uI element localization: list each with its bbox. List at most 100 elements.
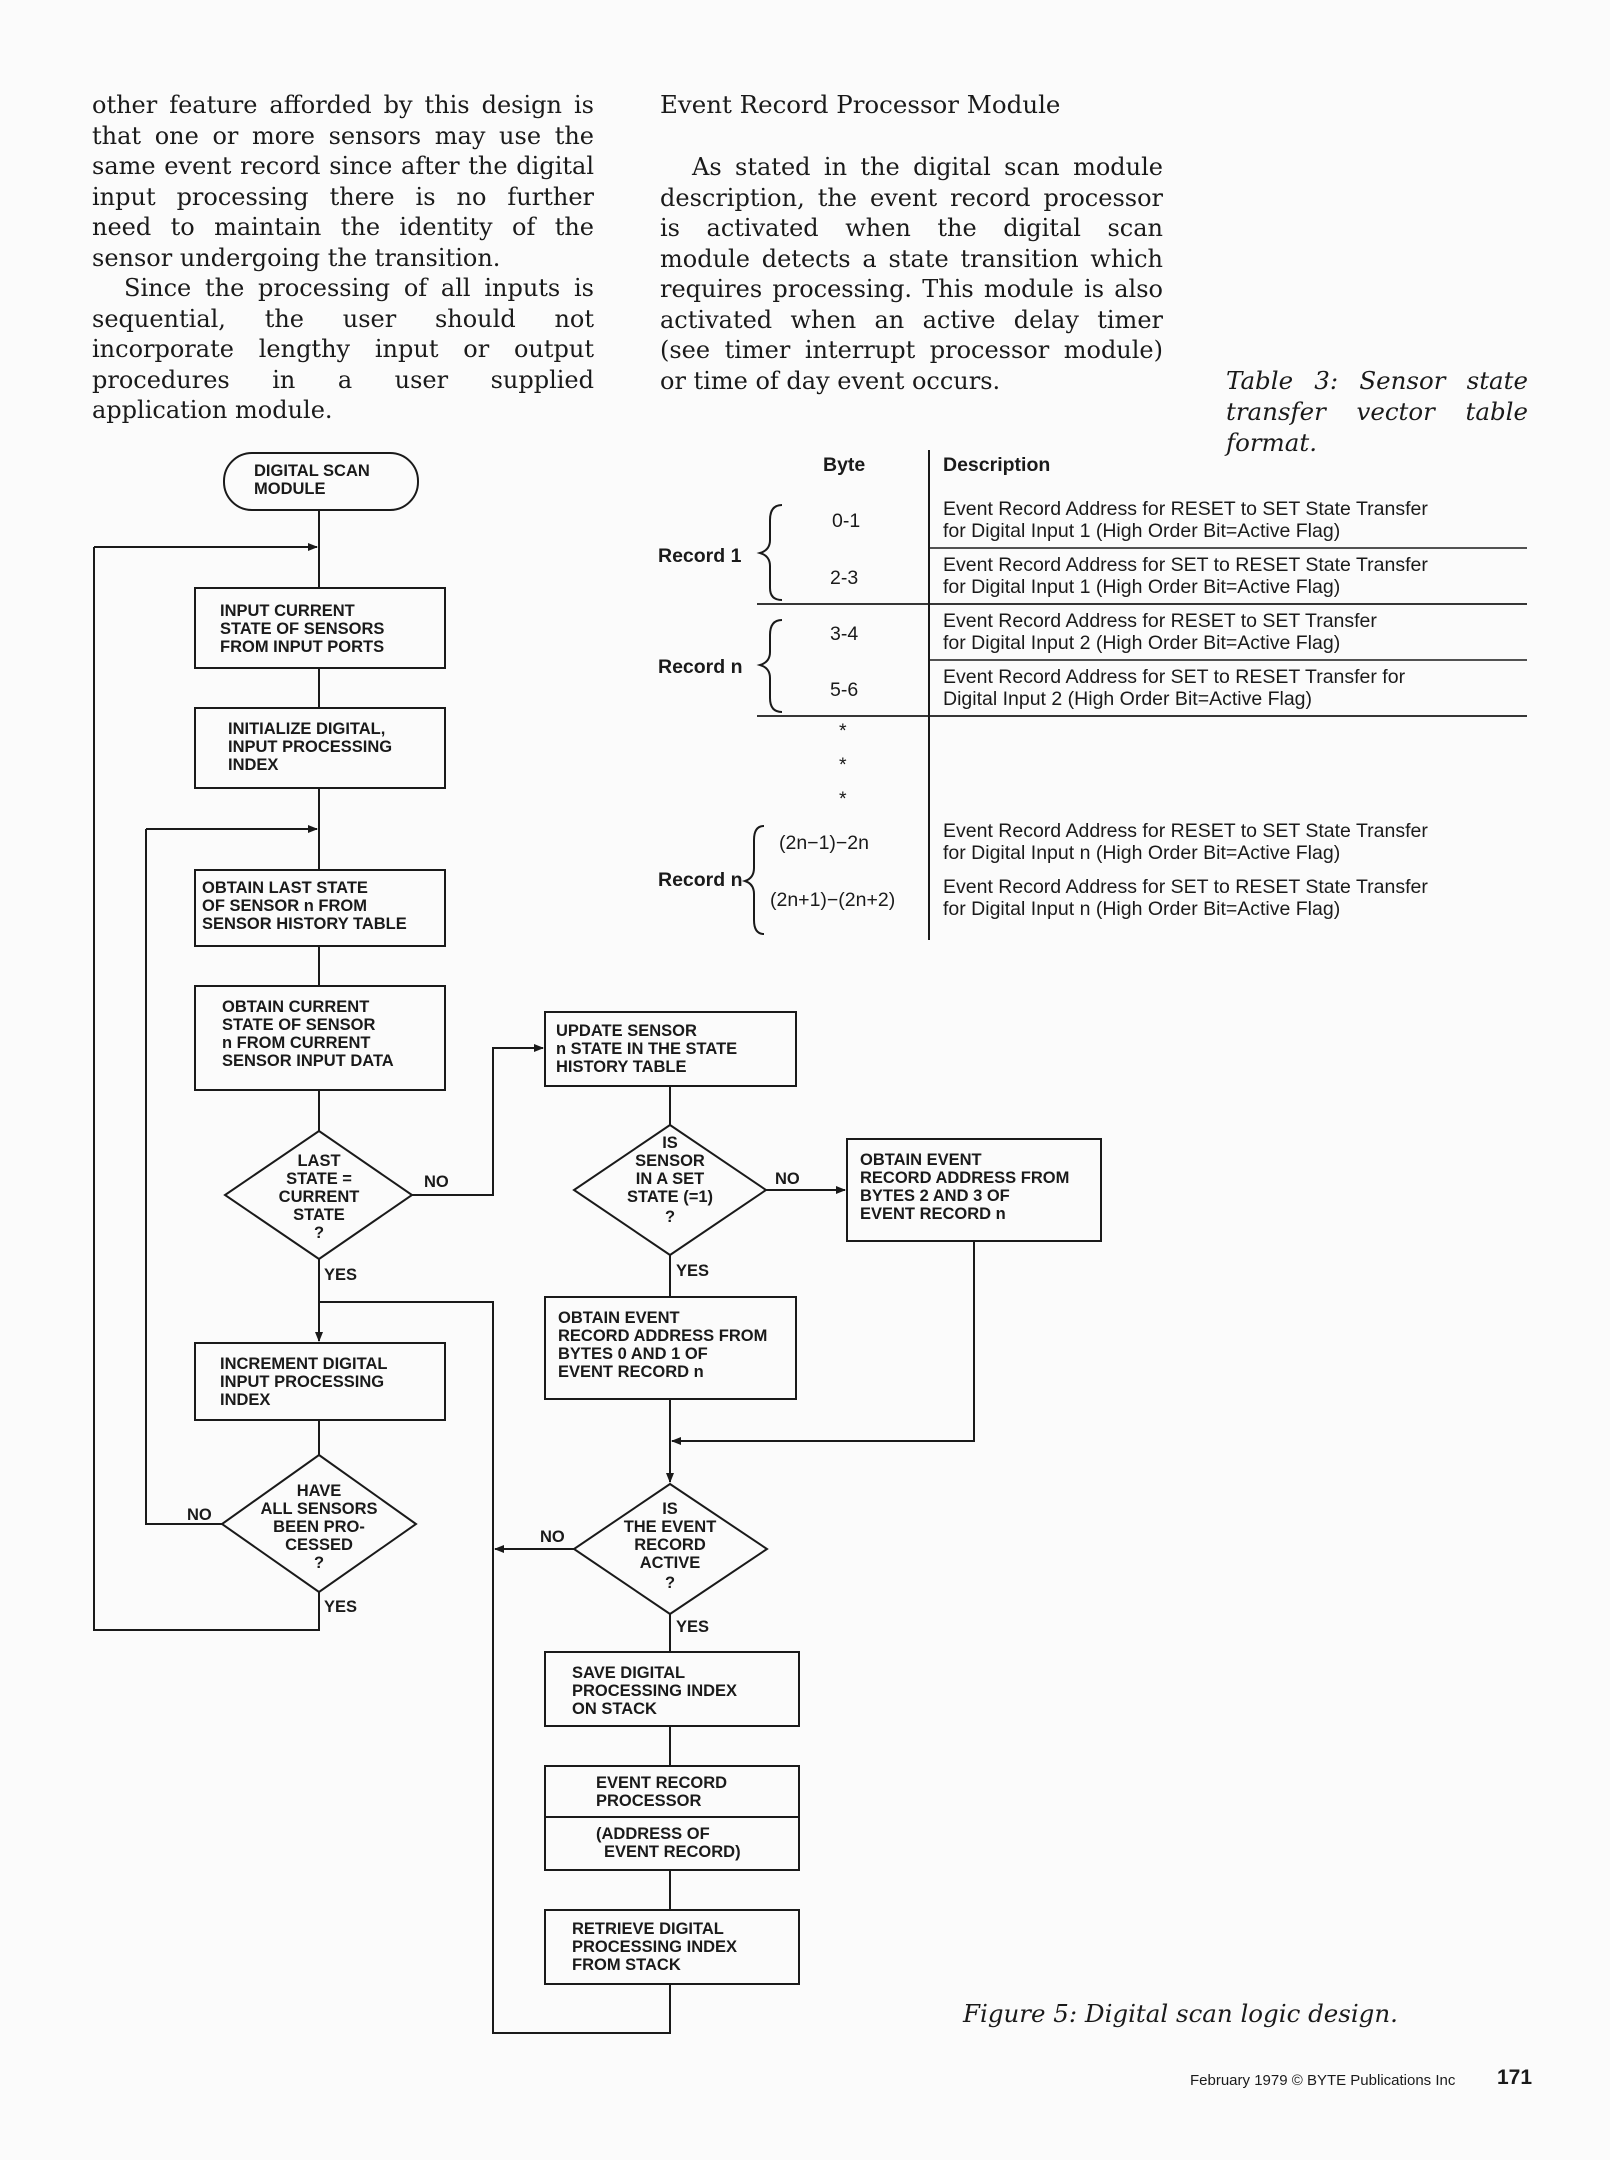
save-index-text: ON STACK <box>572 1700 657 1718</box>
table-caption: Table 3: Sensor state transfer vector ta… <box>1226 366 1528 457</box>
save-index-box <box>544 1651 800 1727</box>
obtain-last-state-text: SENSOR HISTORY TABLE <box>202 915 407 933</box>
table-desc-line: Event Record Address for SET to RESET St… <box>943 876 1428 898</box>
update-sensor-text: HISTORY TABLE <box>556 1058 687 1076</box>
obtain-bytes-2-3-text: RECORD ADDRESS FROM <box>860 1169 1069 1187</box>
connector <box>93 547 320 1631</box>
event-record-processor-text: (ADDRESS OF <box>596 1825 710 1843</box>
have-all-sensors-text: ? <box>314 1554 324 1572</box>
table-header-description: Description <box>943 454 1051 476</box>
event-record-processor-text: EVENT RECORD) <box>604 1843 741 1861</box>
record-n-brace <box>756 619 783 713</box>
table-desc-line: Event Record Address for SET to RESET St… <box>943 554 1428 576</box>
obtain-bytes-0-1-text: BYTES 0 AND 1 OF <box>558 1345 708 1363</box>
save-index-text: PROCESSING INDEX <box>572 1682 737 1700</box>
branch-yes-label: YES <box>324 1598 357 1616</box>
increment-index-text: INCREMENT DIGITAL <box>220 1355 387 1373</box>
right-paragraph-1: As stated in the digital scan module des… <box>660 153 1163 395</box>
retrieve-index-text: FROM STACK <box>572 1956 681 1974</box>
obtain-current-state-text: STATE OF SENSOR <box>222 1016 375 1034</box>
sensor-set-text: IS <box>662 1134 678 1152</box>
table-desc-line: Event Record Address for RESET to SET St… <box>943 498 1428 520</box>
last-state-text: LAST <box>297 1152 340 1170</box>
input-state-text: STATE OF SENSORS <box>220 620 384 638</box>
table-ellipsis: * <box>839 788 847 810</box>
connector <box>145 829 222 1525</box>
table-desc-cell: Event Record Address for SET to RESET St… <box>943 876 1428 920</box>
table-byte-cell: 2-3 <box>830 567 859 589</box>
right-column-text: As stated in the digital scan module des… <box>660 152 1163 396</box>
last-state-text: STATE = <box>286 1170 352 1188</box>
initialize-index-text: INITIALIZE DIGITAL, <box>228 720 385 738</box>
obtain-current-state-text: SENSOR INPUT DATA <box>222 1052 394 1070</box>
start-terminal-text: DIGITAL SCAN <box>254 462 370 480</box>
event-active-text: ? <box>665 1574 675 1592</box>
connector <box>319 1301 671 2034</box>
table-desc-line: Event Record Address for SET to RESET Tr… <box>943 666 1406 688</box>
start-terminal-text: MODULE <box>254 480 326 498</box>
start-terminal <box>223 452 419 511</box>
have-all-sensors-text: CESSED <box>285 1536 353 1554</box>
event-active-text: IS <box>662 1500 678 1518</box>
table-header-byte: Byte <box>823 454 866 476</box>
obtain-current-state-text: OBTAIN CURRENT <box>222 998 369 1016</box>
retrieve-index-text: RETRIEVE DIGITAL <box>572 1920 724 1938</box>
record-label-1: Record 1 <box>658 545 742 567</box>
page-footer: February 1979 © BYTE Publications Inc <box>1190 2072 1456 2089</box>
event-record-processor-text: PROCESSOR <box>596 1792 702 1810</box>
table-byte-cell: 0-1 <box>832 510 861 532</box>
table-desc-line: for Digital Input 1 (High Order Bit=Acti… <box>943 576 1341 598</box>
last-state-text: STATE <box>293 1206 345 1224</box>
table-byte-cell: 3-4 <box>830 623 859 645</box>
table-desc-cell: Event Record Address for RESET to SET Tr… <box>943 610 1377 654</box>
record-1-brace <box>756 504 783 601</box>
table-desc-line: Digital Input 2 (High Order Bit=Active F… <box>943 688 1313 710</box>
have-all-sensors-text: HAVE <box>297 1482 342 1500</box>
table-desc-cell: Event Record Address for RESET to SET St… <box>943 820 1428 864</box>
retrieve-index-text: PROCESSING INDEX <box>572 1938 737 1956</box>
obtain-bytes-0-1-text: EVENT RECORD n <box>558 1363 704 1381</box>
increment-index-text: INDEX <box>220 1391 270 1409</box>
increment-index-text: INPUT PROCESSING <box>220 1373 384 1391</box>
have-all-sensors-text: ALL SENSORS <box>260 1500 377 1518</box>
retrieve-index-box <box>544 1909 800 1985</box>
last-state-text: CURRENT <box>279 1188 360 1206</box>
left-paragraph-2: Since the processing of all inputs is se… <box>92 274 594 424</box>
branch-no-label: NO <box>540 1528 565 1546</box>
sensor-set-text: STATE (=1) <box>627 1188 713 1206</box>
initialize-index-text: INDEX <box>228 756 278 774</box>
table-desc-line: for Digital Input 1 (High Order Bit=Acti… <box>943 520 1341 542</box>
event-active-text: RECORD <box>634 1536 706 1554</box>
record-label-n: Record n <box>658 656 743 678</box>
connector <box>412 1044 544 1196</box>
last-state-text: ? <box>314 1224 324 1242</box>
record-label-n-last: Record n <box>658 869 743 891</box>
save-index-text: SAVE DIGITAL <box>572 1664 685 1682</box>
branch-yes-label: YES <box>676 1262 709 1280</box>
table-desc-line: for Digital Input 2 (High Order Bit=Acti… <box>943 632 1341 654</box>
update-sensor-text: UPDATE SENSOR <box>556 1022 697 1040</box>
page-number: 171 <box>1497 2066 1533 2089</box>
figure-caption: Figure 5: Digital scan logic design. <box>963 1999 1398 2028</box>
table-byte-cell: 5-6 <box>830 679 859 701</box>
branch-no-label: NO <box>424 1173 449 1191</box>
sensor-set-text: ? <box>665 1208 675 1226</box>
left-column-text: other feature afforded by this design is… <box>92 90 594 426</box>
obtain-current-state-text: n FROM CURRENT <box>222 1034 370 1052</box>
obtain-last-state-text: OBTAIN LAST STATE <box>202 879 368 897</box>
table-desc-cell: Event Record Address for RESET to SET St… <box>943 498 1428 542</box>
branch-yes-label: YES <box>324 1266 357 1284</box>
obtain-bytes-0-1-text: OBTAIN EVENT <box>558 1309 680 1327</box>
branch-yes-label: YES <box>676 1618 709 1636</box>
input-state-text: INPUT CURRENT <box>220 602 355 620</box>
table-ellipsis: * <box>839 754 847 776</box>
have-all-sensors-text: BEEN PRO- <box>273 1518 365 1536</box>
event-active-text: THE EVENT <box>624 1518 717 1536</box>
table-desc-line: for Digital Input n (High Order Bit=Acti… <box>943 842 1341 864</box>
obtain-bytes-2-3-text: BYTES 2 AND 3 OF <box>860 1187 1010 1205</box>
connector <box>671 1241 975 1445</box>
obtain-bytes-2-3-text: EVENT RECORD n <box>860 1205 1006 1223</box>
record-n-last-brace <box>741 825 765 935</box>
